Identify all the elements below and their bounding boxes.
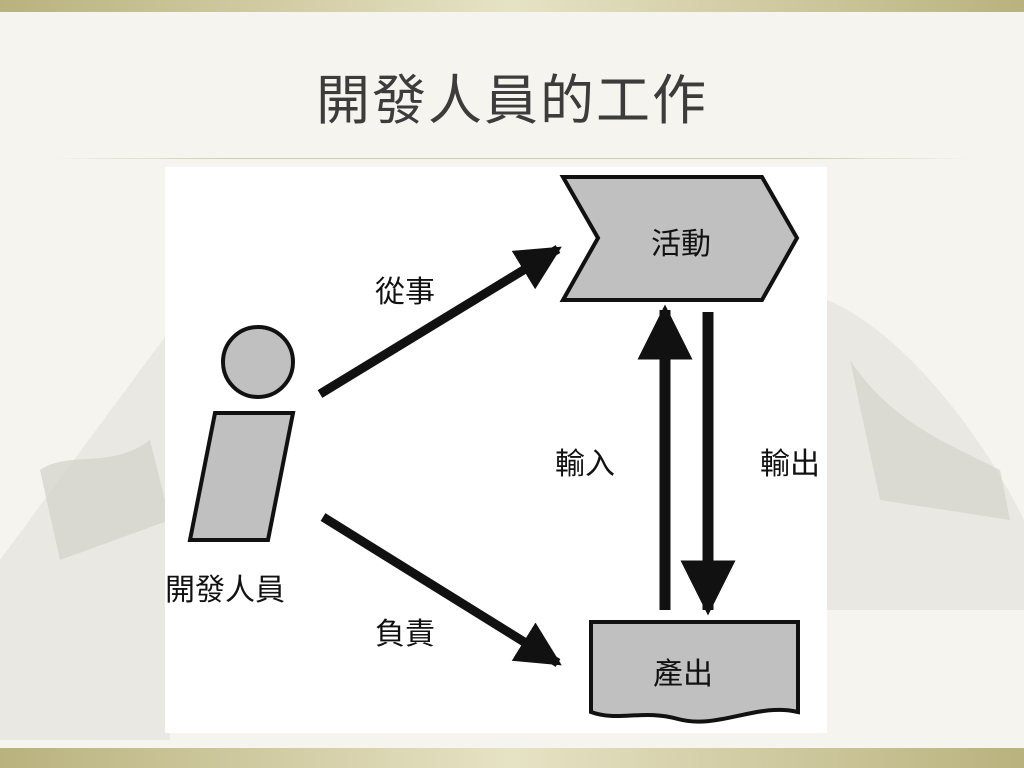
arrow-responsible-for (320, 513, 562, 667)
diagram-canvas (187, 175, 800, 724)
output-shape (589, 620, 800, 724)
title-divider (50, 158, 974, 159)
activity-label: 活動 (651, 227, 711, 262)
developer-body (187, 411, 296, 542)
diagram-panel: 活動 從事 輸入 輸出 開發人員 負責 產出 (165, 167, 827, 733)
developer-label: 開發人員 (165, 573, 285, 608)
engages-in-label: 從事 (375, 275, 435, 310)
output-edge-label: 輸出 (760, 447, 820, 482)
output-node-label: 產出 (653, 657, 713, 692)
top-decor-band (0, 0, 1024, 12)
activity-shape (559, 175, 800, 302)
bottom-decor-band (0, 748, 1024, 768)
input-label: 輸入 (555, 447, 615, 482)
slide-title: 開發人員的工作 (316, 69, 708, 132)
arrow-engages-in (317, 245, 562, 398)
responsible-for-label: 負責 (375, 617, 435, 652)
developer-head (221, 325, 295, 399)
